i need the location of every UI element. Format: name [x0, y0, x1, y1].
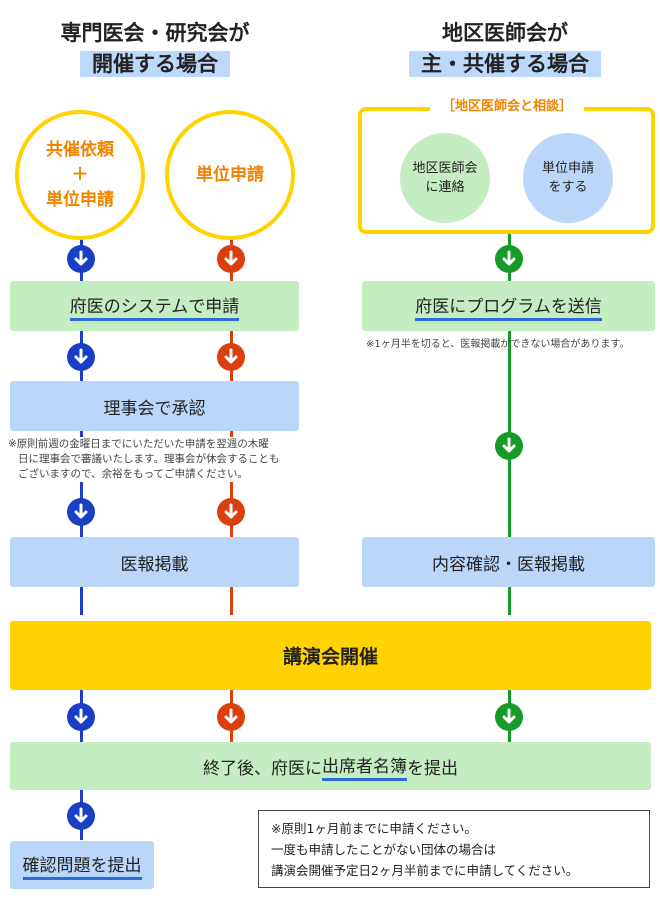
arrow-down-circle-icon	[67, 703, 95, 731]
left-header-line2: 開催する場合	[80, 51, 230, 77]
notice-line2: 一度も申請したことがない団体の場合は	[271, 842, 497, 857]
step-system-apply-label: 府医のシステムで申請	[69, 292, 240, 321]
step-board-approve: 理事会で承認	[10, 381, 299, 431]
bubble-contact-line2: に連絡	[425, 180, 465, 195]
arrow-down-circle-icon	[67, 343, 95, 371]
consult-title: ［地区医師会と相談］	[430, 97, 584, 117]
note-send-program: ※1ヶ月半を切ると、医報掲載ができない場合があります。	[366, 339, 630, 350]
notice-line1: ※原則1ヶ月前までに申請ください。	[271, 821, 477, 836]
arrow-down-circle-icon	[67, 802, 95, 830]
step-board-approve-label: 理事会で承認	[103, 398, 206, 419]
right-header-line1: 地区医師会が	[442, 21, 568, 45]
circle-cosponsor-line2: ＋	[71, 164, 89, 185]
note-board-line3: ございますので、余裕をもってご申請ください。	[18, 468, 249, 480]
arrow-down-circle-icon	[67, 245, 95, 273]
note-board-line2: 日に理事会で審議いたします。理事会が休会することも	[18, 453, 280, 465]
step-publish-right: 内容確認・医報掲載	[362, 537, 655, 587]
arrow-down-circle-icon	[495, 703, 523, 731]
arrow-down-circle-icon	[217, 498, 245, 526]
arrow-down-circle-icon	[495, 432, 523, 460]
bubble-contact-line1: 地区医師会	[412, 161, 478, 176]
step-publish-left-label: 医報掲載	[120, 554, 189, 575]
note-board-line1: ※原則前週の金曜日までにいただいた申請を翌週の木曜	[8, 438, 269, 450]
bubble-unit-application: 単位申請 をする	[523, 133, 613, 223]
step-quiz-label: 確認問題を提出	[22, 851, 142, 880]
step-after: 終了後、府医に 出席者名簿 を提出	[10, 742, 651, 790]
step-publish-right-label: 内容確認・医報掲載	[432, 554, 585, 575]
step-after-post: を提出	[407, 758, 458, 779]
step-lecture-label: 講演会開催	[282, 646, 378, 668]
left-header: 専門医会・研究会が 開催する場合	[20, 18, 290, 80]
arrow-down-circle-icon	[495, 245, 523, 273]
step-lecture: 講演会開催	[10, 621, 651, 690]
step-system-apply: 府医のシステムで申請	[10, 281, 299, 331]
right-header-line2: 主・共催する場合	[409, 51, 601, 77]
bubble-unit-line1: 単位申請	[541, 161, 594, 176]
right-header: 地区医師会が 主・共催する場合	[370, 18, 640, 80]
step-send-program-label: 府医にプログラムを送信	[415, 292, 602, 321]
circle-unit-application: 単位申請	[165, 110, 295, 240]
step-quiz: 確認問題を提出	[10, 841, 154, 889]
bubble-unit-line2: をする	[548, 180, 588, 195]
circle-unit-label: 単位申請	[196, 164, 264, 185]
bubble-contact-medical-association: 地区医師会 に連絡	[400, 133, 490, 223]
step-after-underlined: 出席者名簿	[322, 752, 407, 781]
circle-cosponsor-line1: 共催依頼	[46, 139, 114, 160]
arrow-down-circle-icon	[217, 343, 245, 371]
step-publish-left: 医報掲載	[10, 537, 299, 587]
step-after-pre: 終了後、府医に	[203, 758, 322, 779]
arrow-down-circle-icon	[217, 245, 245, 273]
flow-line-green-top	[508, 232, 511, 615]
notice-line3: 講演会開催予定日2ヶ月半前までに申請してください。	[271, 863, 579, 878]
left-header-line1: 専門医会・研究会が	[60, 21, 250, 45]
arrow-down-circle-icon	[217, 703, 245, 731]
circle-cosponsor-line3: 単位申請	[46, 189, 114, 210]
circle-cosponsor-unit: 共催依頼 ＋ 単位申請	[15, 110, 145, 240]
note-board: ※原則前週の金曜日までにいただいた申請を翌週の木曜 日に理事会で審議いたします。…	[8, 437, 308, 482]
notice-box: ※原則1ヶ月前までに申請ください。 一度も申請したことがない団体の場合は 講演会…	[258, 810, 650, 888]
arrow-down-circle-icon	[67, 498, 95, 526]
step-send-program: 府医にプログラムを送信	[362, 281, 655, 331]
